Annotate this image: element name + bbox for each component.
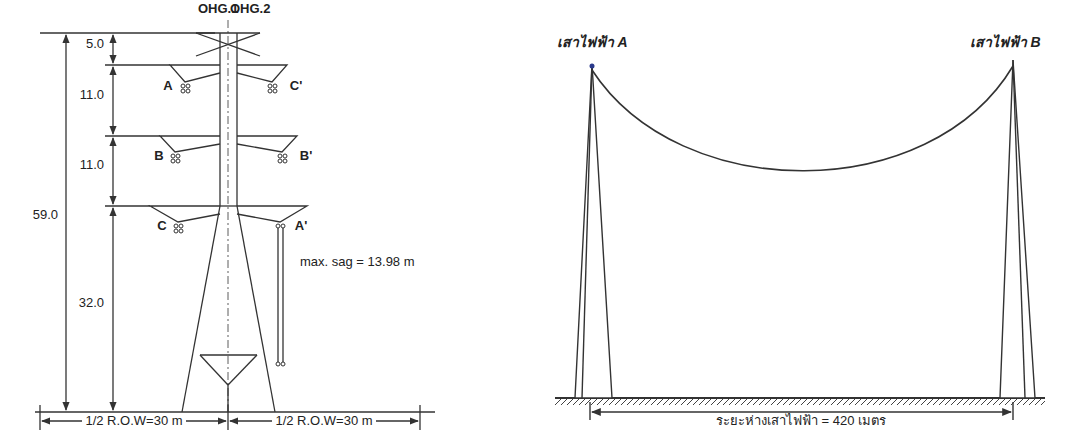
wire-label: OHG.2 [230,2,270,16]
dimension: 5.0 [86,37,104,51]
phase-label: B' [300,149,312,163]
dimension: 1/2 R.O.W=30 m [272,414,375,428]
phase-label: C [157,219,166,233]
dimension: 32.0 [79,296,104,310]
phase-label: A' [295,219,307,233]
sag-note: max. sag = 13.98 m [300,255,415,269]
dimension: 1/2 R.O.W=30 m [82,414,185,428]
dimension: ระยะห่างเสาไฟฟ้า = 420 เมตร [713,414,889,428]
dimension: 59.0 [33,208,58,222]
phase-label: C' [290,79,302,93]
phase-label: B [154,149,163,163]
dimension: 11.0 [80,88,104,102]
pole-label: เสาไฟฟ้า A [557,35,628,50]
pole-label: เสาไฟฟ้า B [970,35,1041,50]
phase-label: A [163,79,172,93]
dimension: 11.0 [80,158,104,172]
